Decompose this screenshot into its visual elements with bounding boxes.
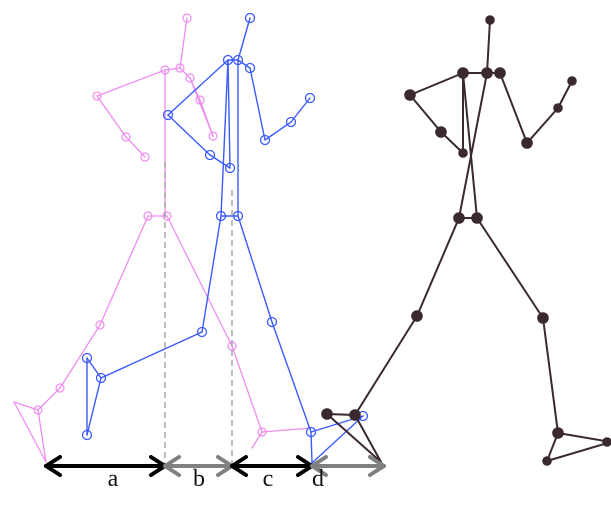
dashed-guides xyxy=(164,162,233,466)
label-c: c xyxy=(263,466,274,492)
blue-skeleton xyxy=(81,12,369,464)
label-d: d xyxy=(312,466,324,492)
distance-arrows xyxy=(44,455,386,477)
pink-skeleton xyxy=(13,13,313,463)
arrow-a xyxy=(44,455,167,477)
segment-labels: a b c d xyxy=(108,466,324,492)
label-a: a xyxy=(108,466,119,492)
dark-skeleton xyxy=(321,15,611,466)
label-b: b xyxy=(193,466,205,492)
arrow-d xyxy=(310,455,386,477)
